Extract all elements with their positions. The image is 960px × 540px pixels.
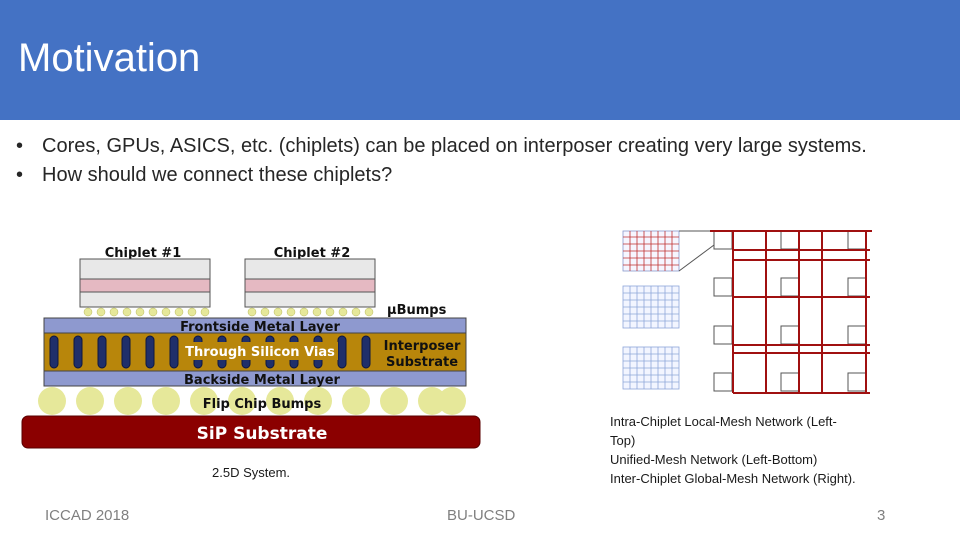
chiplet-1 xyxy=(79,258,211,308)
bullet-text: How should we connect these chiplets? xyxy=(42,164,393,186)
ubumps-label: μBumps xyxy=(387,303,447,318)
flipchip-label: Flip Chip Bumps xyxy=(203,397,322,412)
page-number: 3 xyxy=(877,507,886,524)
caption-line: Unified-Mesh Network (Left-Bottom) xyxy=(610,452,818,467)
chiplet-2 xyxy=(244,258,376,308)
chiplet-2-label: Chiplet #2 xyxy=(274,246,351,261)
bullet-text: Cores, GPUs, ASICS, etc. (chiplets) can … xyxy=(42,135,867,157)
bullet-dot: • xyxy=(16,164,24,186)
caption-line: Inter-Chiplet Global-Mesh Network (Right… xyxy=(610,471,856,486)
local-mesh-network xyxy=(622,230,680,272)
footer-left: ICCAD 2018 xyxy=(45,507,130,524)
zoom-lines xyxy=(678,230,715,272)
slide-title: Motivation xyxy=(18,36,201,80)
left-caption: 2.5D System. xyxy=(212,465,291,480)
tsv-label: Through Silicon Vias xyxy=(185,345,335,360)
bullet-item: • Cores, GPUs, ASICS, etc. (chiplets) ca… xyxy=(14,132,954,161)
footer-center: BU-UCSD xyxy=(447,507,516,524)
interposer-label-line2: Substrate xyxy=(386,355,458,370)
tsv-label-box xyxy=(183,342,338,360)
right-caption: Intra-Chiplet Local-Mesh Network (Left- … xyxy=(610,412,910,488)
interposer-label-line1: Interposer xyxy=(384,339,461,354)
unified-mesh-network xyxy=(622,285,680,390)
sip-substrate xyxy=(21,415,481,449)
bullet-item: • How should we connect these chiplets? xyxy=(14,161,954,190)
frontside-label: Frontside Metal Layer xyxy=(180,320,340,335)
sip-label: SiP Substrate xyxy=(197,424,328,444)
backside-metal-layer xyxy=(43,370,467,387)
micro-bumps xyxy=(83,307,374,317)
caption-line: Top) xyxy=(610,433,636,448)
bullet-dot: • xyxy=(16,135,24,157)
flip-chip-bumps xyxy=(38,387,466,415)
backside-label: Backside Metal Layer xyxy=(184,373,341,388)
title-bar: Motivation xyxy=(0,0,960,120)
global-mesh-network xyxy=(710,230,872,394)
chiplet-1-label: Chiplet #1 xyxy=(105,246,182,261)
bullet-list: • Cores, GPUs, ASICS, etc. (chiplets) ca… xyxy=(14,132,954,190)
caption-line: Intra-Chiplet Local-Mesh Network (Left- xyxy=(610,414,837,429)
